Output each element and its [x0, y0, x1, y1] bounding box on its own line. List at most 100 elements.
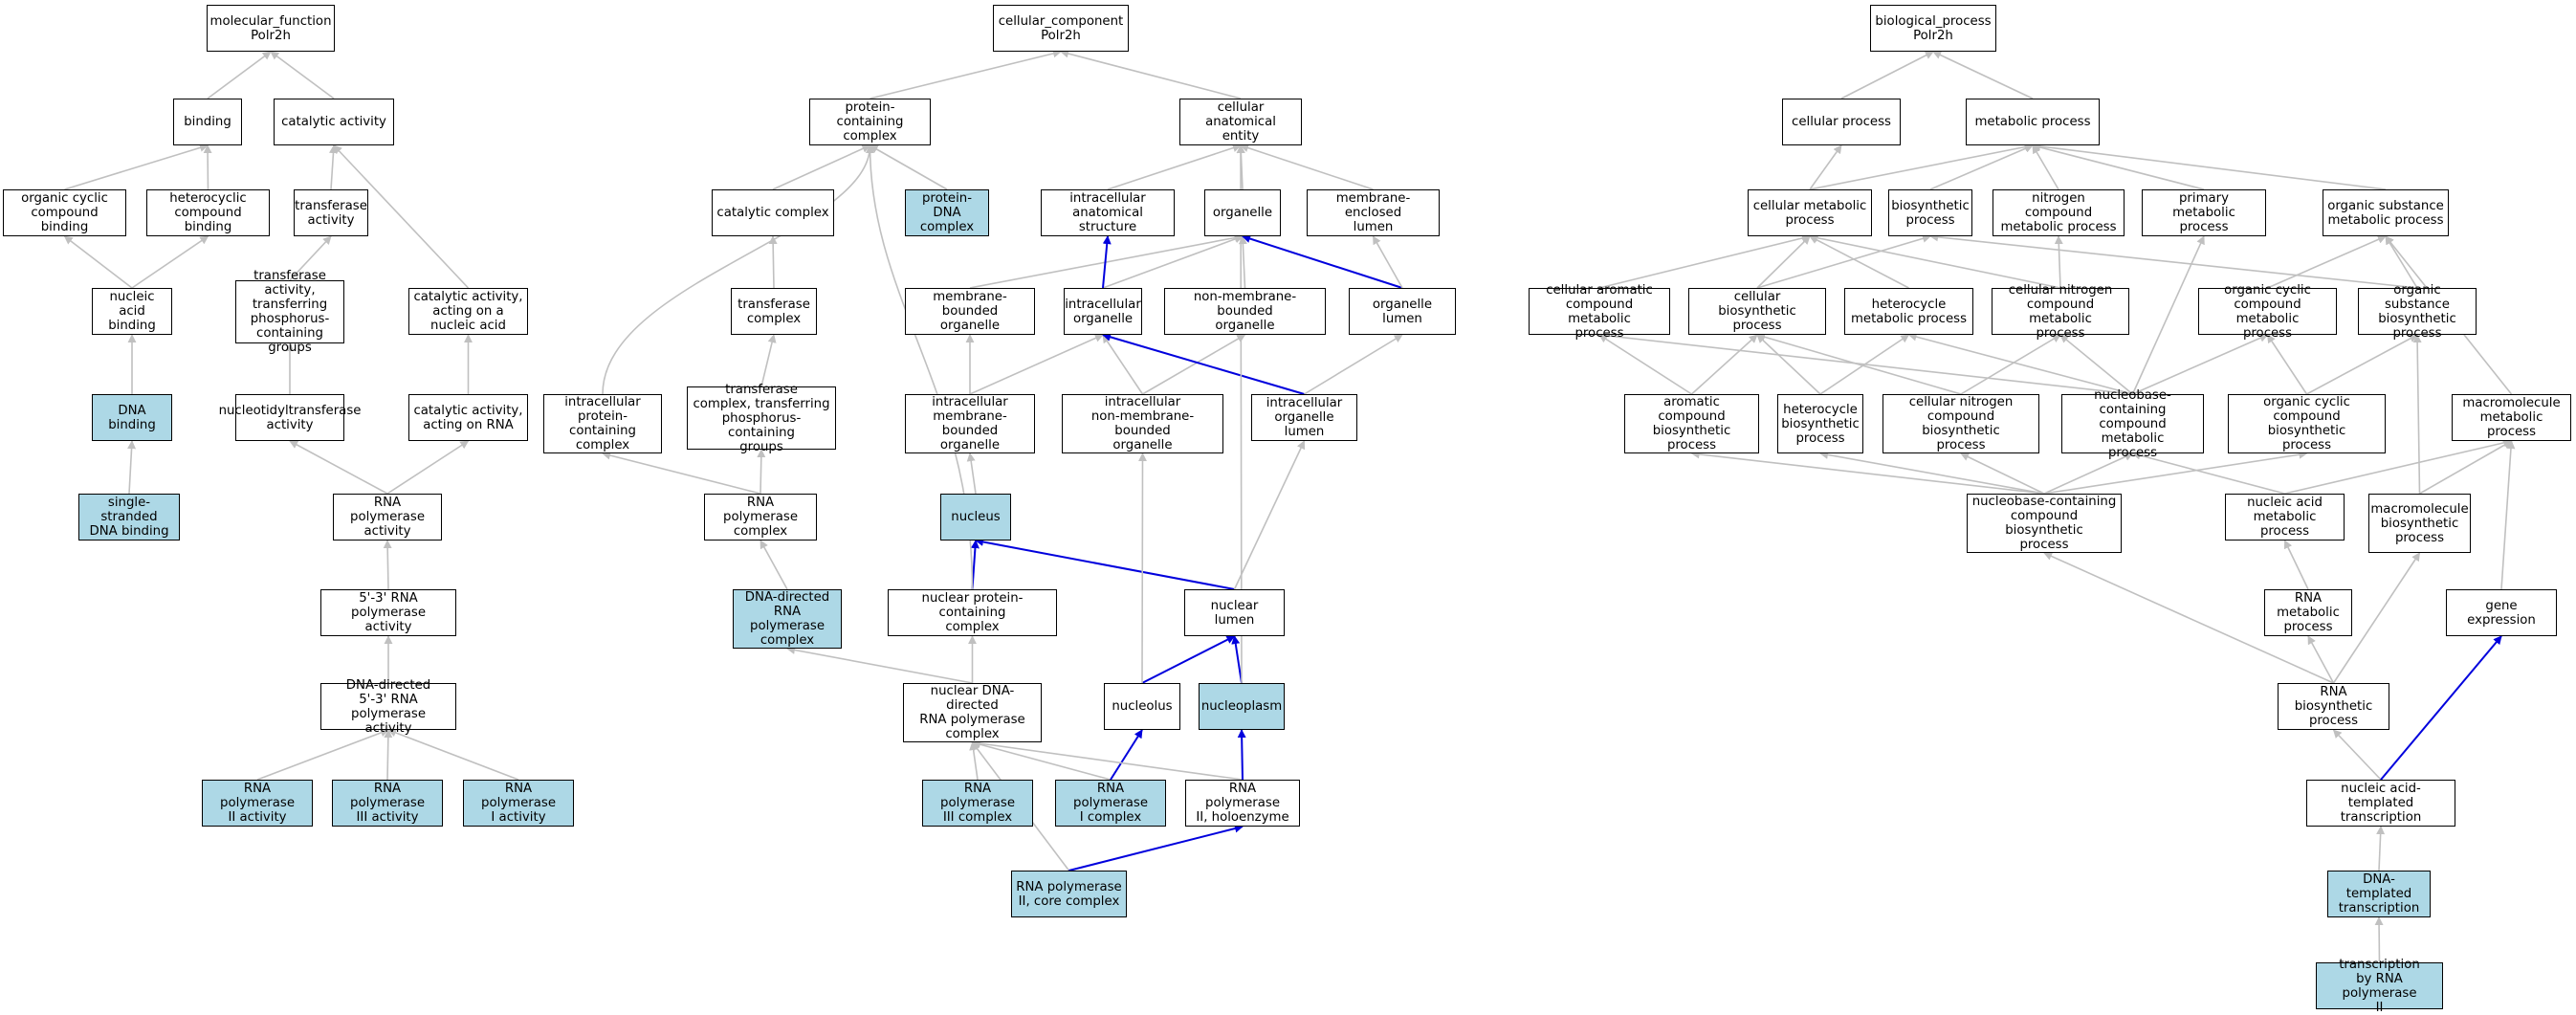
go-term-nuclear-pcc[interactable]: nuclear protein-containing complex: [888, 589, 1057, 636]
go-term-rnap3-complex[interactable]: RNA polymerase III complex: [922, 780, 1033, 827]
go-term-cellular-nitrogen-biosynthetic[interactable]: cellular nitrogen compound biosynthetic …: [1882, 394, 2039, 453]
go-term-gene-expression[interactable]: gene expression: [2446, 589, 2557, 636]
go-term-rnap2-activity[interactable]: RNA polymerase II activity: [202, 780, 313, 827]
edge-nucleobase-metabolic-to-cellular-aromatic-metabolic: [1598, 331, 2133, 395]
edge-rna-pol-activity-to-nucleotidyltransferase: [289, 440, 388, 495]
go-term-rnap1-activity[interactable]: RNA polymerase I activity: [463, 780, 574, 827]
edge-organelle-lumen-to-organelle: [1242, 234, 1403, 289]
go-term-organelle-lumen[interactable]: organelle lumen: [1349, 288, 1456, 335]
edge-organic-cyclic-metabolic-to-organic-substance-metabolic: [2267, 235, 2387, 289]
go-term-intracellular-mbo[interactable]: intracellular membrane-bounded organelle: [905, 394, 1035, 453]
go-term-cellular-aromatic-metabolic[interactable]: cellular aromatic compound metabolic pro…: [1529, 283, 1670, 341]
go-term-cellular-metabolic[interactable]: cellular metabolic process: [1748, 189, 1872, 236]
edge-intracellular-organelle-lumen-to-organelle-lumen: [1304, 334, 1403, 395]
go-term-protein-containing-complex[interactable]: protein-containing complex: [809, 99, 931, 145]
edge-ss-dna-binding-to-dna-binding: [127, 440, 137, 495]
go-term-binding[interactable]: binding: [173, 99, 242, 145]
go-term-membrane-bounded-organelle[interactable]: membrane-bounded organelle: [905, 288, 1035, 335]
edge-nucleobase-biosynthetic-to-nucleobase-metabolic: [2043, 452, 2134, 495]
edge-cellular-aromatic-metabolic-to-cellular-metabolic: [1598, 233, 1811, 289]
go-term-nucleic-acid-metabolic[interactable]: nucleic acid metabolic process: [2225, 494, 2345, 541]
go-term-nucleic-acid-binding[interactable]: nucleic acid binding: [92, 288, 172, 335]
go-term-intracellular-anatomical[interactable]: intracellular anatomical structure: [1041, 189, 1175, 236]
go-term-organic-cyclic-biosynthetic[interactable]: organic cyclic compound biosynthetic pro…: [2228, 394, 2386, 453]
go-term-protein-dna-complex[interactable]: protein-DNA complex: [905, 189, 989, 236]
go-term-biosynthetic-process[interactable]: biosynthetic process: [1888, 189, 1972, 236]
edge-cellular-nitrogen-metabolic-to-nitrogen-compound-metabolic: [2054, 235, 2063, 289]
go-term-cc-root[interactable]: cellular_component Polr2h: [993, 5, 1129, 52]
go-term-rna-pol-activity[interactable]: RNA polymerase activity: [333, 494, 442, 541]
go-term-nucleobase-metabolic[interactable]: nucleobase-containing compound metabolic…: [2061, 388, 2204, 460]
go-term-rnap3-activity[interactable]: RNA polymerase III activity: [332, 780, 443, 827]
go-term-transcription-rnap2[interactable]: transcription by RNA polymerase II: [2316, 958, 2443, 1015]
go-term-organic-substance-biosynthetic[interactable]: organic substance biosynthetic process: [2358, 283, 2477, 341]
go-term-transferase-complex-phospho[interactable]: transferase complex, transferring phosph…: [687, 383, 836, 454]
go-term-heterocycle-biosynthetic[interactable]: heterocycle biosynthetic process: [1777, 394, 1863, 453]
go-term-nucleobase-biosynthetic[interactable]: nucleobase-containing compound biosynthe…: [1967, 494, 2122, 553]
go-term-organic-cyclic-metabolic[interactable]: organic cyclic compound metabolic proces…: [2198, 283, 2337, 341]
go-term-catalytic-on-rna[interactable]: catalytic activity, acting on RNA: [408, 394, 528, 441]
go-term-organelle[interactable]: organelle: [1204, 189, 1281, 236]
go-term-rnap1-complex[interactable]: RNA polymerase I complex: [1055, 780, 1166, 827]
go-term-nucleic-acid-templated-transcription[interactable]: nucleic acid-templated transcription: [2306, 780, 2455, 827]
edge-nucleolus-to-nuclear-lumen: [1141, 635, 1236, 684]
go-term-macromolecule-metabolic[interactable]: macromolecule metabolic process: [2452, 394, 2571, 441]
go-term-dna-binding[interactable]: DNA binding: [92, 394, 172, 441]
go-term-nucleus[interactable]: nucleus: [940, 494, 1011, 541]
go-term-nuclear-dd-rnap-complex[interactable]: nuclear DNA-directed RNA polymerase comp…: [903, 683, 1042, 742]
go-term-aromatic-biosynthetic[interactable]: aromatic compound biosynthetic process: [1624, 394, 1759, 453]
go-term-macromolecule-biosynthetic[interactable]: macromolecule biosynthetic process: [2368, 494, 2471, 553]
go-term-bp-root[interactable]: biological_process Polr2h: [1870, 5, 1996, 52]
edge-cellular-metabolic-to-metabolic-process: [1809, 143, 2034, 190]
go-term-transferase-complex[interactable]: transferase complex: [731, 288, 817, 335]
edge-rna-polymerase-complex-to-intracellular-pcc: [602, 451, 761, 495]
go-term-transferase-phospho[interactable]: transferase activity, transferring phosp…: [235, 269, 344, 355]
go-term-primary-metabolic[interactable]: primary metabolic process: [2142, 189, 2266, 236]
go-term-cellular-anatomical-entity[interactable]: cellular anatomical entity: [1179, 99, 1302, 145]
edge-catalytic-complex-to-protein-containing-complex: [772, 144, 871, 190]
go-term-catalytic-complex[interactable]: catalytic complex: [712, 189, 834, 236]
go-term-metabolic-process[interactable]: metabolic process: [1966, 99, 2100, 145]
go-term-membrane-enclosed-lumen[interactable]: membrane-enclosed lumen: [1307, 189, 1440, 236]
go-term-dna-directed-rnap-complex[interactable]: DNA-directed RNA polymerase complex: [733, 589, 842, 649]
go-term-catalytic-on-nucleic[interactable]: catalytic activity, acting on a nucleic …: [408, 288, 528, 335]
go-term-ss-dna-binding[interactable]: single-stranded DNA binding: [78, 494, 180, 541]
edge-transferase-activity-to-catalytic-activity: [328, 144, 338, 190]
go-term-nucleolus[interactable]: nucleolus: [1104, 683, 1180, 730]
edge-cellular-nitrogen-metabolic-to-cellular-metabolic: [1809, 233, 2061, 289]
go-term-dna-directed-53[interactable]: DNA-directed 5'-3' RNA polymerase activi…: [320, 678, 456, 736]
edge-nucleobase-biosynthetic-to-cellular-nitrogen-biosynthetic: [1960, 452, 2045, 495]
go-term-nucleoplasm[interactable]: nucleoplasm: [1199, 683, 1285, 730]
go-term-organic-substance-metabolic[interactable]: organic substance metabolic process: [2323, 189, 2449, 236]
go-term-rna-biosynthetic[interactable]: RNA biosynthetic process: [2278, 683, 2389, 730]
go-term-organic-cyclic-binding[interactable]: organic cyclic compound binding: [3, 189, 126, 236]
edge-cellular-metabolic-to-cellular-process: [1809, 144, 1842, 190]
go-term-transferase-activity[interactable]: transferase activity: [294, 189, 368, 236]
go-term-intracellular-pcc[interactable]: intracellular protein-containing complex: [543, 394, 662, 453]
go-term-nitrogen-compound-metabolic[interactable]: nitrogen compound metabolic process: [1993, 189, 2125, 236]
go-term-nuclear-lumen[interactable]: nuclear lumen: [1184, 589, 1285, 636]
go-term-cellular-process[interactable]: cellular process: [1782, 99, 1901, 145]
go-term-intracellular-nmbo[interactable]: intracellular non-membrane-bounded organ…: [1062, 394, 1223, 453]
go-term-intracellular-organelle-lumen[interactable]: intracellular organelle lumen: [1251, 394, 1357, 441]
go-term-heterocyclic-binding[interactable]: heterocyclic compound binding: [146, 189, 270, 236]
go-term-rna-polymerase-complex[interactable]: RNA polymerase complex: [704, 494, 817, 541]
go-term-dna-templated-transcription[interactable]: DNA-templated transcription: [2327, 871, 2431, 917]
edge-catalytic-on-nucleic-to-catalytic-activity: [333, 144, 470, 289]
go-term-rna-pol-53[interactable]: 5'-3' RNA polymerase activity: [320, 589, 456, 636]
go-term-heterocycle-metabolic[interactable]: heterocycle metabolic process: [1844, 288, 1973, 335]
go-term-rna-metabolic[interactable]: RNA metabolic process: [2264, 589, 2352, 636]
edge-nucleoplasm-to-nuclear-lumen: [1231, 635, 1243, 684]
go-term-nucleotidyltransferase[interactable]: nucleotidyltransferase activity: [219, 394, 361, 441]
go-term-mf-root[interactable]: molecular_function Polr2h: [207, 5, 335, 52]
go-term-rnap2-core[interactable]: RNA polymerase II, core complex: [1011, 871, 1127, 917]
go-term-non-membrane-bounded-organelle[interactable]: non-membrane-bounded organelle: [1164, 288, 1326, 335]
go-term-catalytic-activity[interactable]: catalytic activity: [274, 99, 394, 145]
go-term-cellular-nitrogen-metabolic[interactable]: cellular nitrogen compound metabolic pro…: [1992, 283, 2129, 341]
go-term-cellular-biosynthetic[interactable]: cellular biosynthetic process: [1688, 288, 1826, 335]
edge-nucleic-acid-binding-to-organic-cyclic-binding: [63, 235, 133, 289]
edge-protein-dna-complex-to-protein-containing-complex: [869, 144, 948, 190]
go-term-intracellular-organelle[interactable]: intracellular organelle: [1064, 288, 1142, 335]
edge-cellular-biosynthetic-to-biosynthetic-process: [1756, 234, 1931, 289]
go-term-rnap2-holoenzyme[interactable]: RNA polymerase II, holoenzyme: [1185, 780, 1300, 827]
